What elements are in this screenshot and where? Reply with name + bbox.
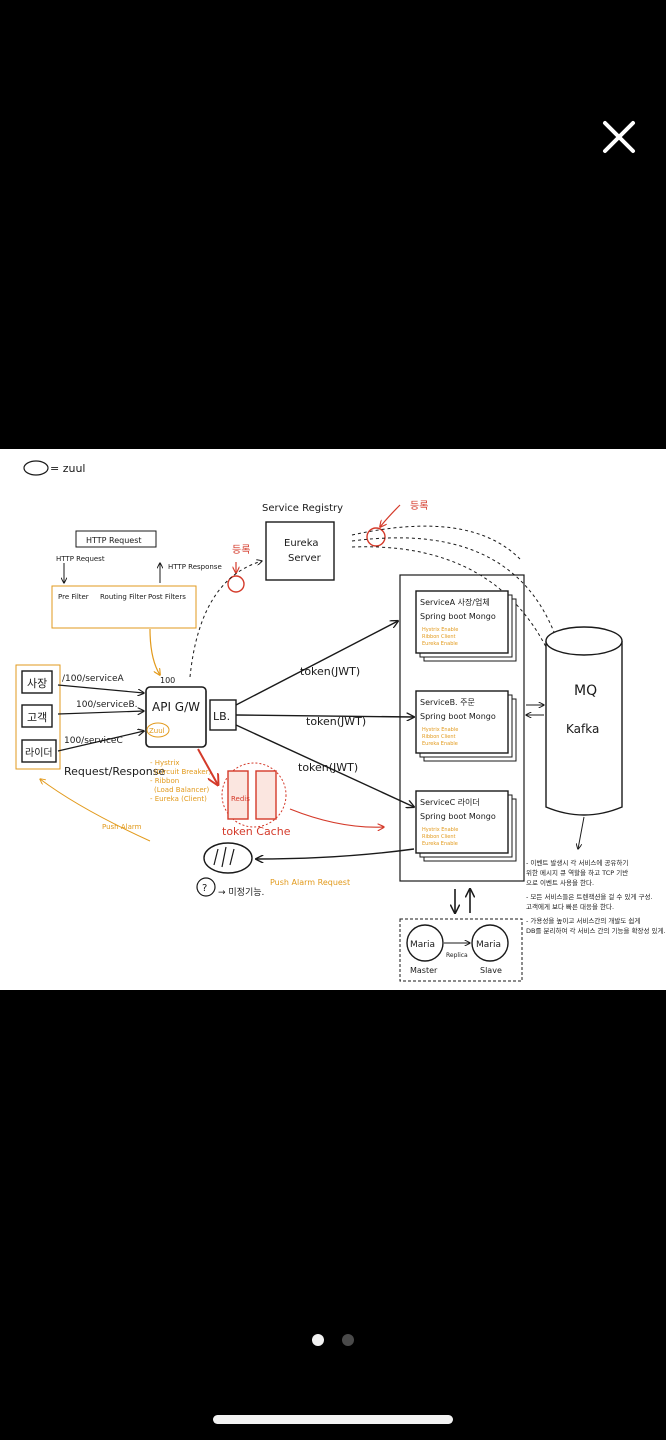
svg-text:고객: 고객 — [27, 711, 47, 724]
page-dot-2[interactable] — [342, 1334, 354, 1346]
redis-node-1 — [227, 770, 249, 820]
service-a-card[interactable]: ServiceA 사장/업체 Spring boot Mongo Hystrix… — [415, 590, 517, 662]
service-registry-label: Service Registry — [262, 503, 343, 514]
svg-text:Hystrix Enable: Hystrix Enable — [422, 727, 458, 733]
close-icon — [603, 121, 635, 153]
svg-text:DB를 분리하여 각 서비스 간의 기능을 확장성 있게.: DB를 분리하여 각 서비스 간의 기능을 확장성 있게. — [526, 926, 666, 935]
svg-text:- 이벤트 발생시 각 서비스에 공유하기: - 이벤트 발생시 각 서비스에 공유하기 — [526, 858, 628, 867]
svg-text:- Hystrix: - Hystrix — [150, 759, 180, 767]
client-owner[interactable]: 사장 — [21, 670, 53, 694]
svg-text:Spring boot Mongo: Spring boot Mongo — [420, 812, 496, 821]
register-left-marker — [227, 575, 245, 593]
svg-text:Eureka Enable: Eureka Enable — [422, 741, 458, 747]
token-cache-label: token Cache — [222, 825, 291, 838]
route-a-label: /100/serviceA — [62, 674, 124, 684]
http-request-small: HTTP Request — [56, 555, 105, 563]
eureka-label-line1: Eureka — [284, 538, 318, 549]
svg-text:Slave: Slave — [480, 966, 502, 975]
svg-text:라이더: 라이더 — [25, 747, 53, 759]
svg-text:- Eureka (Client): - Eureka (Client) — [150, 795, 207, 803]
gateway-port-label: 100 — [160, 676, 175, 685]
db-slave[interactable]: Maria Slave — [471, 924, 509, 975]
legend-note-text: = zuul — [50, 462, 86, 475]
svg-text:Hystrix Enable: Hystrix Enable — [422, 627, 458, 633]
push-alarm-request-label: Push Alarm Request — [270, 878, 350, 887]
http-request-label: HTTP Request — [86, 536, 142, 545]
undecided-note: → 미정기능. — [218, 887, 264, 898]
db-group — [399, 918, 523, 982]
client-rider[interactable]: 라이더 — [21, 739, 57, 763]
register-right-label: 등록 — [410, 500, 428, 512]
architecture-photo[interactable]: = zuul Service Registry Eureka Server 등록… — [0, 449, 666, 990]
route-c-label: 100/serviceC — [64, 736, 123, 746]
home-indicator[interactable] — [213, 1415, 453, 1424]
svg-text:Spring boot Mongo: Spring boot Mongo — [420, 612, 496, 621]
pre-filter-label: Pre Filter — [58, 593, 89, 601]
routing-filter-label: Routing Filter — [100, 593, 147, 601]
mq-subtitle: Kafka — [566, 722, 599, 736]
svg-text:사장: 사장 — [27, 677, 47, 690]
svg-text:으로 이벤트 사용을 한다.: 으로 이벤트 사용을 한다. — [526, 878, 594, 887]
push-service-node[interactable] — [203, 842, 253, 874]
svg-text:Eureka Enable: Eureka Enable — [422, 641, 458, 647]
token-c-label: token(JWT) — [298, 761, 358, 774]
svg-text:Maria: Maria — [410, 940, 435, 950]
redis-label: Redis — [231, 795, 250, 803]
service-b-card[interactable]: ServiceB. 주문 Spring boot Mongo Hystrix E… — [415, 690, 517, 762]
svg-text:(Load Balancer): (Load Balancer) — [154, 786, 210, 794]
mq-kafka[interactable]: MQ Kafka — [545, 626, 623, 816]
api-gateway-box[interactable] — [145, 686, 207, 748]
eureka-label-line2: Server — [288, 553, 322, 564]
service-c-card[interactable]: ServiceC 라이더 Spring boot Mongo Hystrix E… — [415, 790, 517, 862]
legend-note: = zuul — [23, 460, 86, 476]
register-left-label: 등록 — [232, 544, 250, 556]
route-b-label: 100/serviceB. — [76, 700, 137, 710]
question-note: ? — [202, 883, 207, 894]
mq-title: MQ — [574, 683, 597, 699]
page-indicator — [0, 1330, 666, 1350]
svg-text:- 모든 서비스들은 트렌잭션을 걸 수 있게 구성.: - 모든 서비스들은 트렌잭션을 걸 수 있게 구성. — [526, 892, 653, 901]
http-response-label: HTTP Response — [168, 563, 222, 571]
svg-text:(Circuit Breaker): (Circuit Breaker) — [154, 768, 212, 776]
svg-text:ServiceA 사장/업체: ServiceA 사장/업체 — [420, 597, 490, 607]
register-right-marker — [366, 527, 386, 547]
svg-text:고객에게 보다 빠른 대응을 한다.: 고객에게 보다 빠른 대응을 한다. — [526, 902, 614, 911]
svg-text:Ribbon Client: Ribbon Client — [422, 834, 456, 840]
svg-text:- 가용성을 높이고 서비스간의 개발도 쉽게: - 가용성을 높이고 서비스간의 개발도 쉽게 — [526, 916, 640, 925]
svg-text:Hystrix Enable: Hystrix Enable — [422, 827, 458, 833]
svg-text:Master: Master — [410, 966, 438, 975]
replica-label: Replica — [446, 952, 468, 959]
notes-block: - 이벤트 발생시 각 서비스에 공유하기 위한 메시지 큐 역할을 하고 TC… — [526, 858, 666, 935]
page-dot-1[interactable] — [312, 1334, 324, 1346]
svg-text:ServiceB. 주문: ServiceB. 주문 — [420, 698, 475, 707]
architecture-diagram: = zuul Service Registry Eureka Server 등록… — [15, 460, 666, 982]
redis-node-2 — [255, 770, 277, 820]
svg-text:Spring boot Mongo: Spring boot Mongo — [420, 712, 496, 721]
svg-text:위한 메시지 큐 역할을 하고 TCP 기반: 위한 메시지 큐 역할을 하고 TCP 기반 — [526, 868, 628, 877]
svg-text:Ribbon Client: Ribbon Client — [422, 634, 456, 640]
lb-label: LB. — [213, 710, 230, 723]
close-button[interactable] — [596, 114, 642, 160]
svg-text:ServiceC 라이더: ServiceC 라이더 — [420, 797, 480, 807]
db-master[interactable]: Maria Master — [406, 924, 444, 975]
token-a-label: token(JWT) — [300, 665, 360, 678]
eureka-server-box — [265, 521, 335, 581]
svg-text:Ribbon Client: Ribbon Client — [422, 734, 456, 740]
svg-text:Maria: Maria — [476, 940, 501, 950]
token-b-label: token(JWT) — [306, 715, 366, 728]
api-gateway-label: API G/W — [152, 700, 200, 714]
push-alarm-label: Push Alarm — [102, 823, 142, 831]
services-container — [399, 574, 525, 882]
svg-text:Eureka Enable: Eureka Enable — [422, 841, 458, 847]
request-response-label: Request/Response — [64, 765, 165, 778]
post-filters-label: Post Filters — [148, 593, 186, 601]
gateway-badge: Zuul — [149, 727, 165, 735]
svg-text:- Ribbon: - Ribbon — [150, 777, 179, 785]
token-cache-area — [221, 762, 287, 828]
filters-box — [51, 585, 197, 629]
clients-group — [15, 664, 61, 770]
gateway-notes: - Hystrix (Circuit Breaker) - Ribbon (Lo… — [150, 759, 212, 803]
client-customer[interactable]: 고객 — [21, 704, 53, 728]
